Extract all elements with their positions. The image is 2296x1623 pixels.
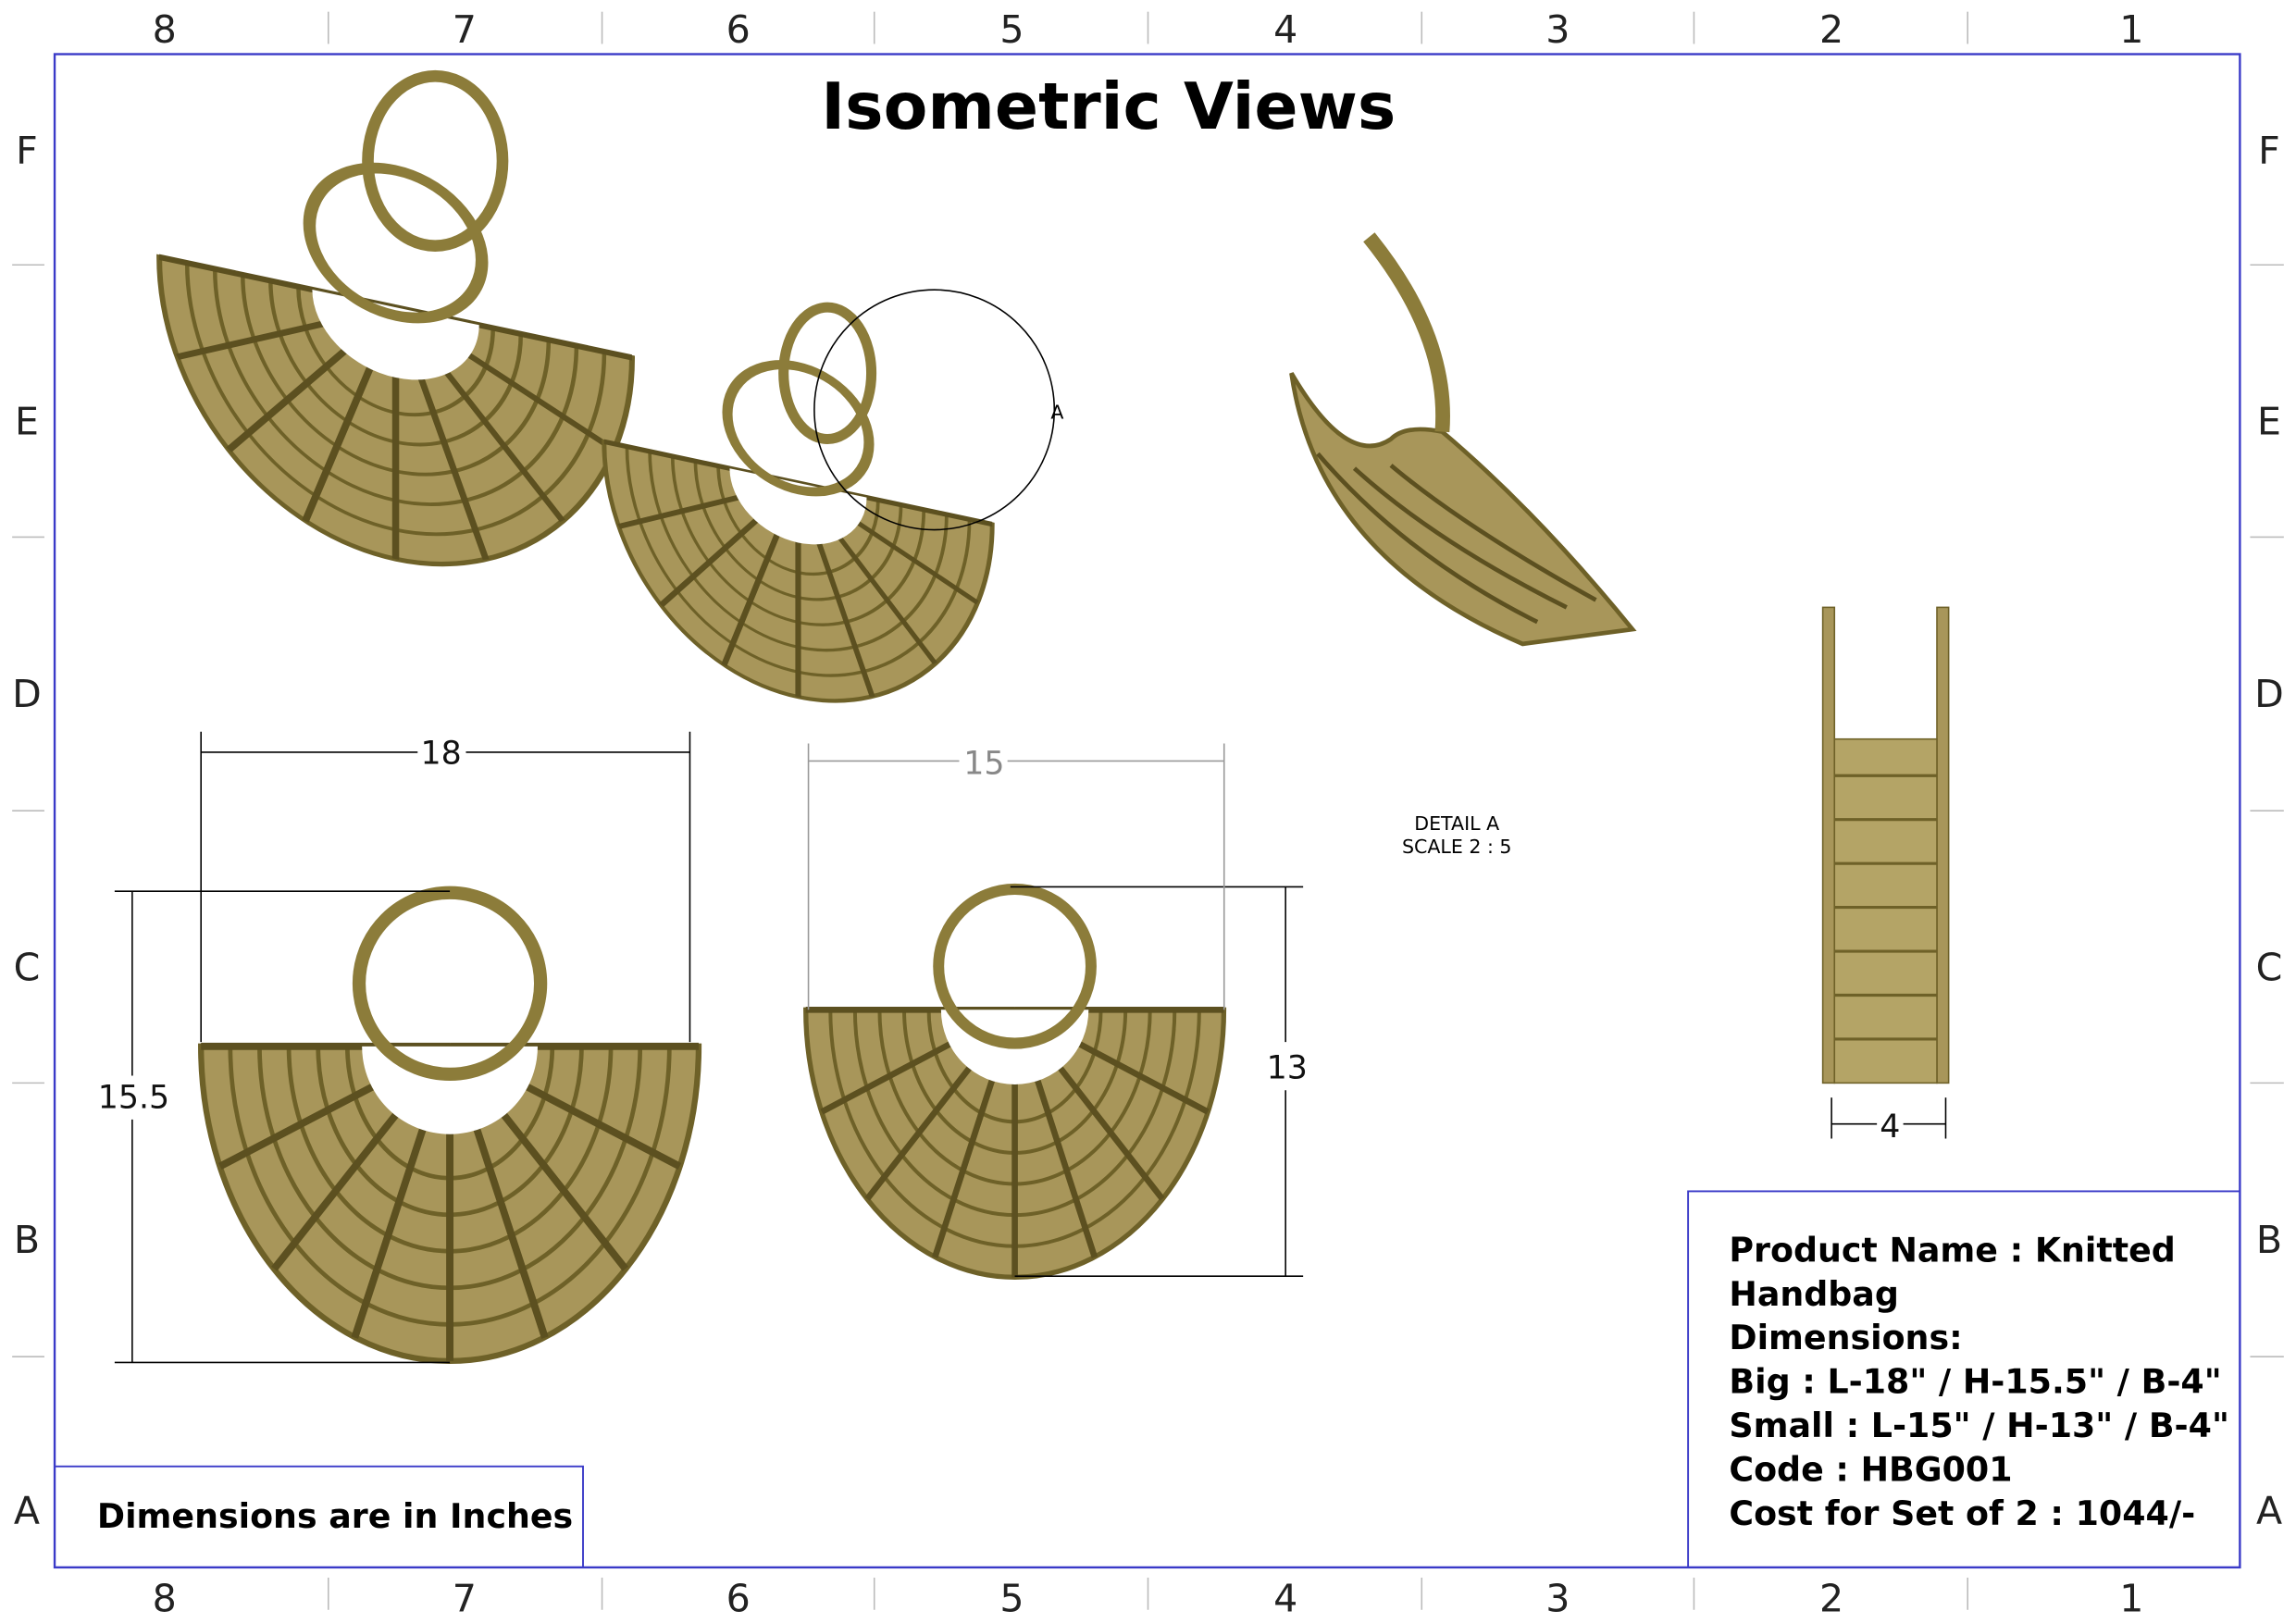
column-label: 1: [2119, 1576, 2143, 1620]
column-label: 8: [153, 7, 177, 52]
column-label: 5: [999, 1576, 1024, 1620]
units-note-box: [54, 1465, 584, 1568]
column-label: 4: [1273, 7, 1297, 52]
dimension-breadth: 4: [1880, 1109, 1900, 1146]
title-block: [1687, 1190, 2241, 1568]
sheet-frame: [53, 53, 2241, 1569]
detail-callout-letter: A: [1050, 401, 1063, 423]
column-label: 6: [726, 7, 751, 52]
product-code: Code : HBG001: [1729, 1450, 2012, 1490]
units-note: Dimensions are in Inches: [97, 1496, 573, 1536]
product-cost: Cost for Set of 2 : 1044/-: [1729, 1493, 2195, 1533]
column-label: 7: [453, 7, 477, 52]
product-name-cont: Handbag: [1729, 1274, 1898, 1314]
dimension-lines-small-length: [807, 743, 1225, 1010]
row-label: E: [15, 400, 39, 444]
column-labels-bottom: 8 7 6 5 4 3 2 1: [153, 1576, 2144, 1620]
big-dimensions: Big : L-18" / H-15.5" / B-4": [1729, 1362, 2221, 1402]
column-label: 6: [726, 1576, 751, 1620]
row-labels-left: F E D C B A: [12, 129, 42, 1532]
column-label: 8: [153, 1576, 177, 1620]
zone-dividers: [12, 11, 2284, 1610]
front-view-small-bag: [806, 883, 1224, 1277]
row-labels-right: F E D C B A: [2254, 129, 2284, 1532]
dimension-small-length: 15: [963, 746, 1004, 783]
row-label: E: [2257, 400, 2281, 444]
isometric-small-bag-handle: [778, 302, 877, 445]
isometric-big-bag-handle: [362, 69, 509, 253]
product-name: Product Name : Knitted: [1729, 1230, 2175, 1270]
column-label: 1: [2119, 7, 2143, 52]
dimension-small-height: 13: [1267, 1050, 1308, 1087]
isometric-big-bag: [159, 162, 632, 610]
page-title: Isometric Views: [821, 69, 1396, 144]
row-label: D: [2254, 672, 2284, 716]
row-label: A: [2256, 1488, 2282, 1532]
column-labels-top: 8 7 6 5 4 3 2 1: [153, 7, 2144, 52]
detail-callout-circle: [813, 289, 1056, 531]
column-label: 5: [999, 7, 1024, 52]
row-label: F: [2258, 129, 2280, 173]
column-label: 3: [1545, 1576, 1570, 1620]
detail-label: DETAIL A: [1414, 812, 1499, 835]
column-label: 4: [1273, 1576, 1297, 1620]
column-label: 3: [1545, 7, 1570, 52]
isometric-small-bag: [604, 360, 992, 738]
dimension-lines: [114, 731, 1947, 1364]
row-label: C: [2256, 946, 2283, 990]
dimensions-heading: Dimensions:: [1729, 1318, 1962, 1357]
row-label: D: [12, 672, 42, 716]
column-label: 2: [1819, 7, 1843, 52]
column-label: 2: [1819, 1576, 1843, 1620]
row-label: B: [2256, 1218, 2282, 1262]
detail-a-view: [1289, 232, 1637, 647]
front-view-big-bag: [201, 886, 699, 1361]
detail-scale: SCALE 2 : 5: [1402, 836, 1512, 858]
side-view: [1821, 606, 1950, 1084]
dimension-big-length: 18: [420, 736, 461, 773]
row-label: F: [16, 129, 38, 173]
row-label: A: [14, 1488, 40, 1532]
row-label: C: [14, 946, 41, 990]
small-dimensions: Small : L-15" / H-13" / B-4": [1729, 1406, 2228, 1445]
column-label: 7: [453, 1576, 477, 1620]
dimension-big-height: 15.5: [98, 1079, 169, 1116]
row-label: B: [14, 1218, 40, 1262]
